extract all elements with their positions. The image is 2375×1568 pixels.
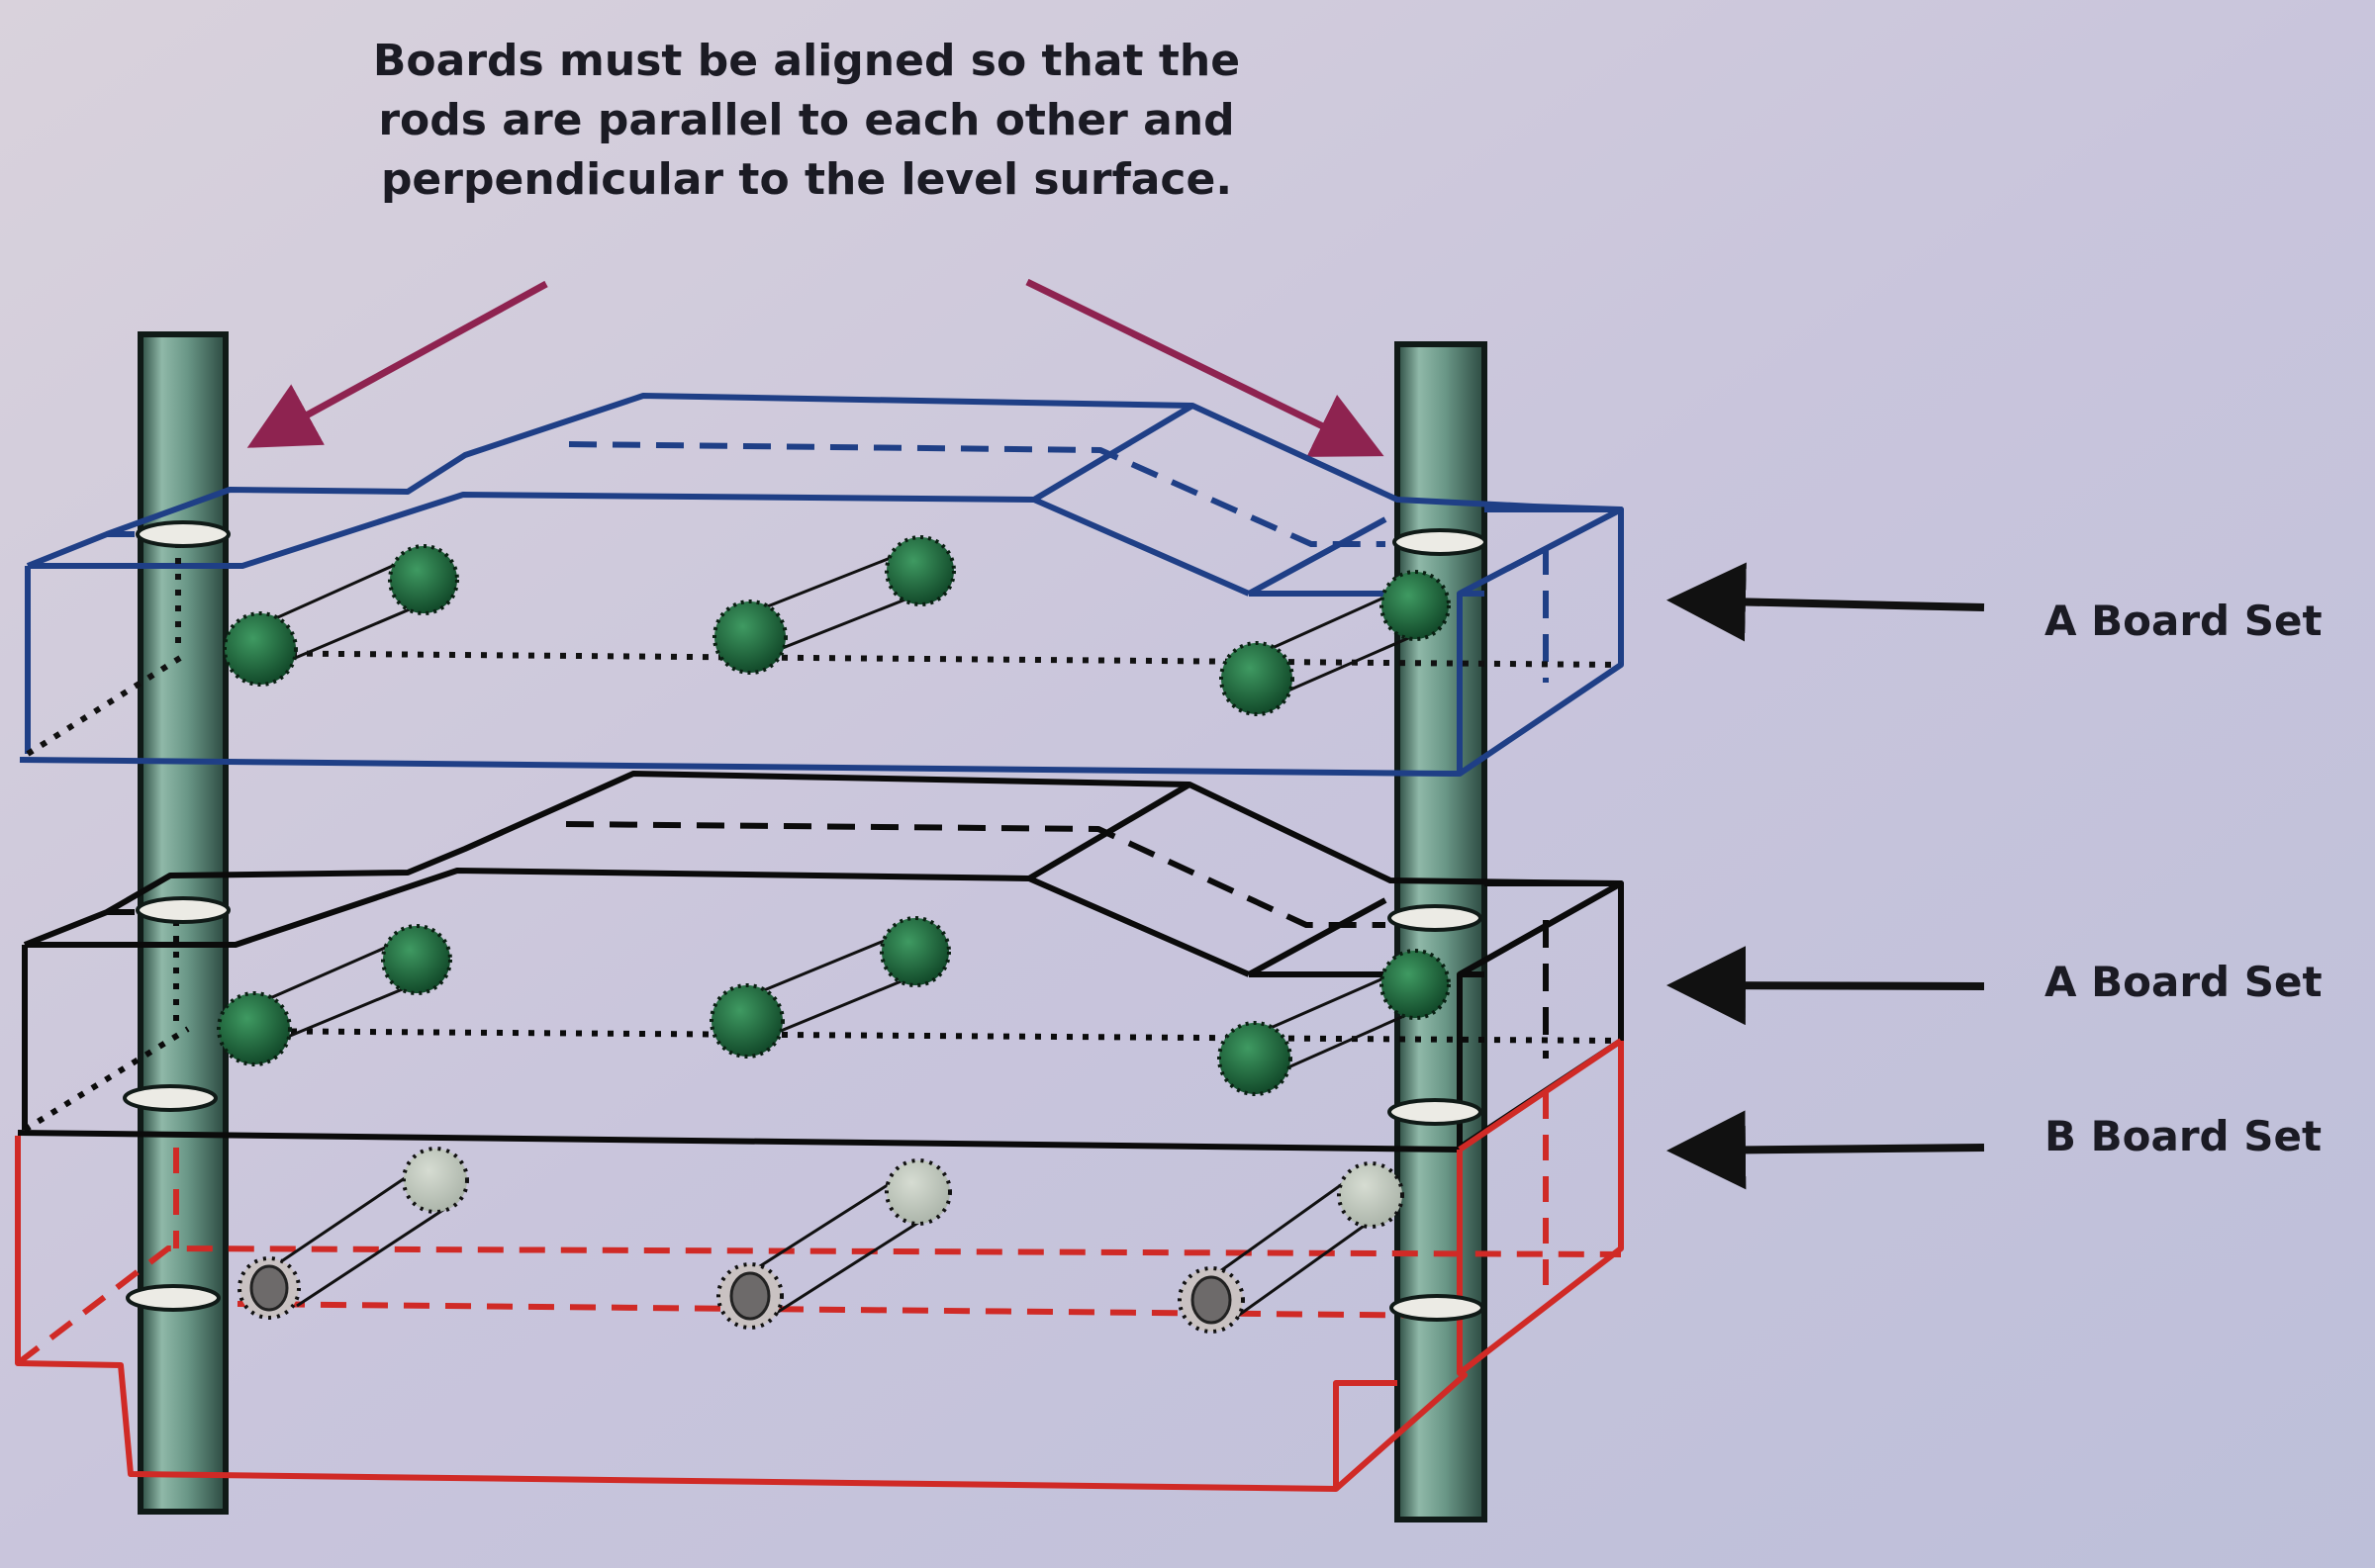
caption-line-2: rods are parallel to each other and: [378, 95, 1235, 145]
a-board-top: [19, 393, 1624, 777]
holes-top: [223, 535, 1451, 716]
pointer-arrow-right: [1025, 278, 1384, 457]
holes-mid: [217, 916, 1451, 1096]
label-a-board-set-top: A Board Set: [2044, 597, 2323, 645]
rod-right: [1394, 341, 1487, 1522]
holes-bottom: [238, 1147, 1404, 1334]
caption: Boards must be aligned so that the rods …: [356, 32, 1257, 210]
pointer-arrows: [246, 278, 1384, 457]
caption-line-3: perpendicular to the level surface.: [380, 154, 1233, 205]
label-b-board-set: B Board Set: [2044, 1112, 2323, 1160]
caption-line-1: Boards must be aligned so that the: [372, 36, 1241, 86]
arrow-to-a-board-top: [1666, 562, 1985, 642]
label-arrows: [1666, 562, 1985, 1190]
b-board: [15, 1038, 1624, 1492]
rod-rings: [123, 520, 1487, 1322]
pointer-arrow-left: [246, 280, 548, 448]
arrow-to-b-board: [1666, 1110, 1985, 1190]
arrow-to-a-board-mid: [1666, 946, 1985, 1026]
label-a-board-set-middle: A Board Set: [2044, 958, 2323, 1006]
